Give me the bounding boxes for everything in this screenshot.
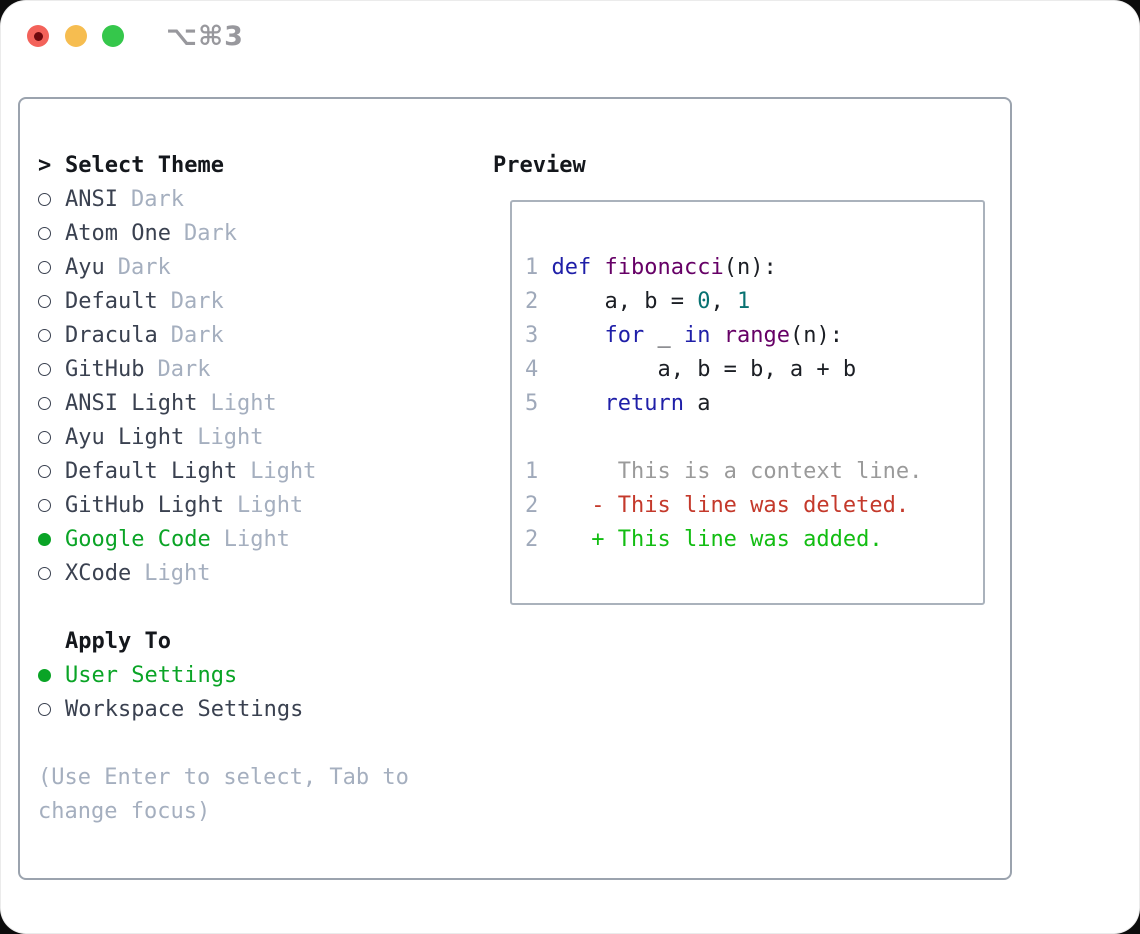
theme-option-default[interactable]: Default Dark xyxy=(38,284,478,318)
help-line-2: change focus) xyxy=(38,798,211,824)
apply-option-workspace-settings[interactable]: Workspace Settings xyxy=(38,692,478,726)
code-line: 1 This is a context line. xyxy=(525,458,923,484)
code-line: 3 for _ in range(n): xyxy=(525,322,843,348)
radio-icon xyxy=(38,566,51,580)
radio-icon xyxy=(38,362,51,376)
window-shortcut-label: ⌥⌘3 xyxy=(166,21,244,52)
code-line xyxy=(525,420,977,454)
option-label: Ayu Light xyxy=(65,424,185,450)
close-dot-icon xyxy=(33,31,43,41)
option-label: GitHub Light xyxy=(65,492,224,518)
radio-icon xyxy=(38,260,51,274)
theme-option-xcode[interactable]: XCode Light xyxy=(38,556,478,590)
radio-icon xyxy=(38,226,51,240)
maximize-button[interactable] xyxy=(102,25,124,47)
option-variant-label: Dark xyxy=(183,220,237,246)
code-preview: 1 def fibonacci(n): 2 a, b = 0, 1 3 for _ … xyxy=(525,250,977,556)
apply-option-user-settings[interactable]: User Settings xyxy=(38,658,478,692)
close-button[interactable] xyxy=(27,25,49,47)
radio-icon xyxy=(38,464,51,478)
option-variant-label: Dark xyxy=(117,254,171,280)
help-text: (Use Enter to select, Tab to change focu… xyxy=(38,760,478,828)
option-label: Default xyxy=(65,288,158,314)
radio-selected-icon xyxy=(38,532,51,546)
radio-icon xyxy=(38,294,51,308)
option-label: ANSI Light xyxy=(65,390,198,416)
option-label: Ayu xyxy=(65,254,105,280)
option-variant-label: Dark xyxy=(170,322,224,348)
option-label: ANSI xyxy=(65,186,118,212)
select-theme-title: Select Theme xyxy=(65,152,224,178)
prompt-prefix: > xyxy=(38,153,65,178)
help-line-1: (Use Enter to select, Tab to xyxy=(38,764,409,790)
radio-icon xyxy=(38,498,51,512)
theme-option-github-light[interactable]: GitHub Light Light xyxy=(38,488,478,522)
option-label: XCode xyxy=(65,560,132,586)
theme-option-ansi-light[interactable]: ANSI Light Light xyxy=(38,386,478,420)
code-line: 2 + This line was added. xyxy=(525,526,883,552)
preview-box: 1 def fibonacci(n): 2 a, b = 0, 1 3 for _ … xyxy=(510,200,985,605)
theme-option-atom-one[interactable]: Atom One Dark xyxy=(38,216,478,250)
select-theme-header: > Select Theme xyxy=(38,148,478,182)
radio-icon xyxy=(38,328,51,342)
code-line: 5 return a xyxy=(525,390,711,416)
option-variant-label: Light xyxy=(144,560,211,586)
code-line: 2 - This line was deleted. xyxy=(525,492,910,518)
theme-option-github[interactable]: GitHub Dark xyxy=(38,352,478,386)
radio-icon xyxy=(38,396,51,410)
code-line: 1 def fibonacci(n): xyxy=(525,254,777,280)
option-variant-label: Light xyxy=(236,492,304,518)
option-variant-label: Dark xyxy=(130,186,184,212)
apply-to-title: Apply To xyxy=(65,628,171,654)
option-label: Default Light xyxy=(65,458,238,484)
radio-selected-icon xyxy=(38,668,51,682)
option-label: Dracula xyxy=(65,322,158,348)
code-line: 4 a, b = b, a + b xyxy=(525,356,857,382)
radio-icon xyxy=(38,192,51,206)
option-variant-label: Dark xyxy=(170,288,224,314)
option-label: GitHub xyxy=(65,356,145,382)
option-label: Atom One xyxy=(65,220,171,246)
theme-option-ayu[interactable]: Ayu Dark xyxy=(38,250,478,284)
prompt-caret-icon: > xyxy=(38,152,52,178)
apply-to-header: Apply To xyxy=(38,624,478,658)
option-variant-label: Light xyxy=(250,458,317,484)
option-label: User Settings xyxy=(65,662,238,688)
option-variant-label: Dark xyxy=(157,356,211,382)
code-line: 2 a, b = 0, 1 xyxy=(525,288,751,314)
option-variant-label: Light xyxy=(210,390,277,416)
titlebar: ⌥⌘3 xyxy=(0,0,1140,72)
option-label: Google Code xyxy=(65,526,211,552)
option-variant-label: Light xyxy=(223,526,290,552)
radio-icon xyxy=(38,702,51,716)
theme-option-ansi[interactable]: ANSI Dark xyxy=(38,182,478,216)
preview-title: Preview xyxy=(493,152,586,178)
radio-icon xyxy=(38,430,51,444)
minimize-button[interactable] xyxy=(65,25,87,47)
theme-option-dracula[interactable]: Dracula Dark xyxy=(38,318,478,352)
option-label: Workspace Settings xyxy=(65,696,304,722)
theme-option-ayu-light[interactable]: Ayu Light Light xyxy=(38,420,478,454)
theme-option-default-light[interactable]: Default Light Light xyxy=(38,454,478,488)
theme-option-google-code[interactable]: Google Code Light xyxy=(38,522,478,556)
option-variant-label: Light xyxy=(197,424,264,450)
